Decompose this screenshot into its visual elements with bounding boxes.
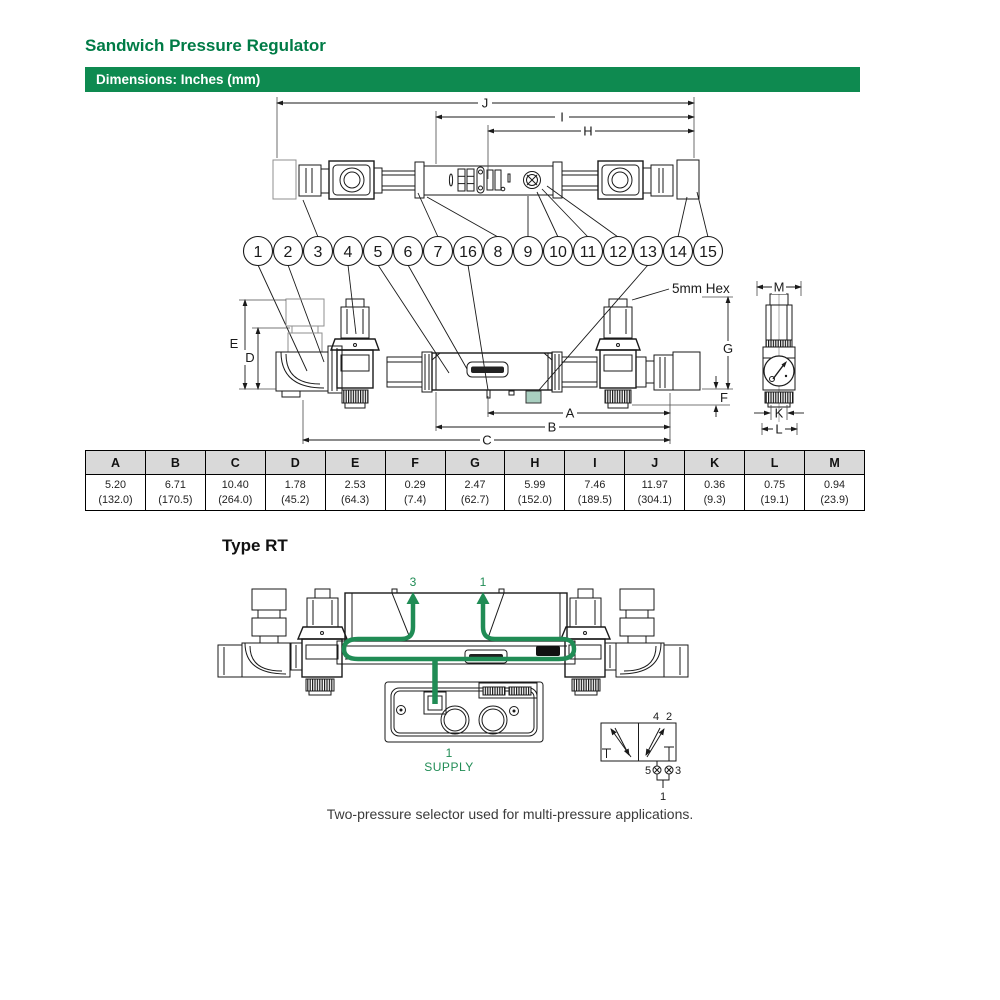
dim-D: D	[243, 326, 290, 391]
dim-M: M	[755, 280, 803, 296]
col-G: G	[444, 450, 506, 475]
dimensions-table-header: A B C D E F G H I J K L M	[85, 450, 865, 475]
dim-C: C	[301, 400, 672, 446]
val-J: 11.97(304.1)	[624, 474, 686, 511]
callout-6: 6	[404, 244, 413, 261]
callout-12: 12	[609, 244, 627, 261]
callout-14: 14	[669, 244, 687, 261]
val-E: 2.53(64.3)	[324, 474, 386, 511]
dim-B: B	[434, 392, 672, 435]
val-M: 0.94(23.9)	[804, 474, 865, 511]
plan-view-drawing	[272, 159, 700, 200]
flow-arrow-1	[476, 592, 490, 604]
col-L: L	[744, 450, 806, 475]
dim-label-L: L	[775, 422, 782, 437]
val-D: 1.78(45.2)	[264, 474, 326, 511]
port-1-label: 1	[480, 575, 487, 589]
val-A: 5.20(132.0)	[85, 474, 146, 511]
dimensions-banner: Dimensions: Inches (mm)	[85, 67, 860, 92]
callout-15: 15	[699, 244, 717, 261]
dim-label-B: B	[548, 420, 557, 435]
callout-2: 2	[284, 244, 293, 261]
callout-8: 8	[494, 244, 503, 261]
dim-E: E	[227, 298, 286, 391]
callout-1: 1	[254, 244, 263, 261]
side-view-drawing	[275, 298, 701, 409]
dim-label-J: J	[482, 96, 489, 111]
val-K: 0.36(9.3)	[684, 474, 746, 511]
col-A: A	[85, 450, 146, 475]
supply-port-number: 1	[446, 746, 453, 760]
dim-label-C: C	[482, 433, 491, 446]
schematic-port-4: 4	[653, 711, 659, 723]
dim-I: I	[434, 110, 696, 164]
dim-label-K: K	[775, 406, 784, 421]
callout-balloons: 1 2 3 4 5 6 7 16 8 9 10 11 12 13 14 15	[242, 185, 724, 391]
valve-schematic: 4 2 5 3 1	[600, 711, 681, 803]
schematic-port-5: 5	[645, 765, 651, 777]
dim-label-F: F	[720, 390, 728, 405]
schematic-port-3: 3	[675, 765, 681, 777]
callout-5: 5	[374, 244, 383, 261]
dim-label-D: D	[245, 350, 254, 365]
port-3-label: 3	[410, 575, 417, 589]
callout-10: 10	[549, 244, 567, 261]
flow-arrow-3	[406, 592, 420, 604]
dim-G: G	[702, 295, 735, 391]
col-M: M	[804, 450, 865, 475]
val-G: 2.47(62.7)	[444, 474, 506, 511]
dimensions-table: A B C D E F G H I J K L M 5.20(132.0) 6.…	[85, 450, 865, 511]
page-title: Sandwich Pressure Regulator	[85, 36, 326, 55]
col-F: F	[384, 450, 446, 475]
rt-assembly-drawing	[217, 588, 689, 743]
callout-13: 13	[639, 244, 657, 261]
dim-label-A: A	[566, 406, 575, 421]
dim-label-M: M	[774, 280, 785, 295]
callout-3: 3	[314, 244, 323, 261]
col-H: H	[504, 450, 566, 475]
val-L: 0.75(19.1)	[744, 474, 806, 511]
callout-16: 16	[459, 244, 477, 261]
val-B: 6.71(170.5)	[144, 474, 206, 511]
type-rt-drawing: 3 1 1 SUPPLY 4 2 5 3 1	[217, 575, 689, 803]
schematic-port-2: 2	[666, 711, 672, 723]
dimension-drawing: J I H	[227, 96, 804, 446]
hex-note: 5mm Hex	[631, 281, 730, 301]
callout-11: 11	[580, 244, 597, 261]
dim-A: A	[486, 393, 672, 444]
col-E: E	[324, 450, 386, 475]
callout-4: 4	[344, 244, 353, 261]
val-I: 7.46(189.5)	[564, 474, 626, 511]
col-I: I	[564, 450, 626, 475]
dim-label-I: I	[560, 110, 564, 125]
dim-K: K	[754, 405, 804, 421]
figure-caption: Two-pressure selector used for multi-pre…	[326, 806, 694, 822]
schematic-port-1: 1	[660, 791, 666, 803]
val-F: 0.29(7.4)	[384, 474, 446, 511]
col-B: B	[144, 450, 206, 475]
dim-F: F	[632, 376, 730, 417]
val-H: 5.99(152.0)	[504, 474, 566, 511]
col-J: J	[624, 450, 686, 475]
col-D: D	[264, 450, 326, 475]
callout-7: 7	[434, 244, 443, 261]
hex-note-label: 5mm Hex	[672, 281, 730, 296]
dimensions-banner-label: Dimensions: Inches (mm)	[96, 72, 261, 87]
dim-J: J	[275, 96, 696, 158]
dim-label-G: G	[723, 341, 733, 356]
type-rt-title: Type RT	[222, 536, 288, 555]
dim-H: H	[486, 124, 696, 179]
dim-label-E: E	[230, 336, 239, 351]
supply-label: SUPPLY	[424, 760, 473, 774]
col-C: C	[204, 450, 266, 475]
dimensions-value-row: 5.20(132.0) 6.71(170.5) 10.40(264.0) 1.7…	[85, 474, 865, 511]
flow-path: 3 1 1 SUPPLY	[341, 575, 577, 774]
dim-L: L	[760, 422, 799, 437]
regulator-end-view: M K L	[754, 280, 804, 437]
val-C: 10.40(264.0)	[204, 474, 266, 511]
callout-9: 9	[524, 244, 533, 261]
col-K: K	[684, 450, 746, 475]
dim-label-H: H	[583, 124, 592, 139]
